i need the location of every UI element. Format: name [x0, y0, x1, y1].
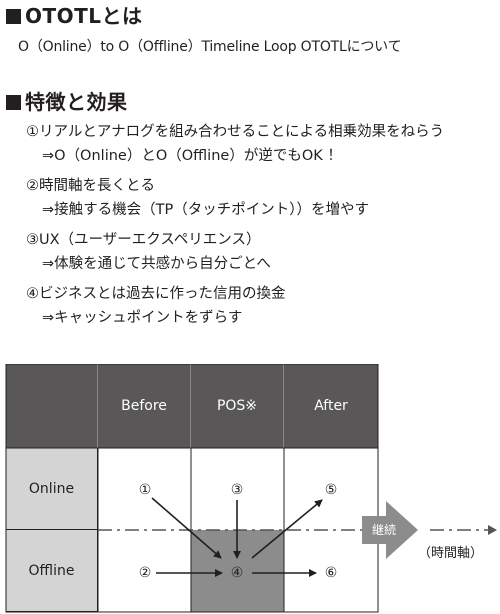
row-label-offline: Offline	[6, 530, 98, 612]
arrow-1-to-4	[151, 497, 222, 559]
feature-item: ①リアルとアナログを組み合わせることによる相乗効果をねらう ⇒O（Online）…	[26, 120, 496, 168]
feature-subline: ⇒接触する機会（TP（タッチポイント））を増やす	[42, 202, 369, 218]
square-bullet-icon	[6, 9, 21, 24]
intro-text: O（Online）to O（Offline）Timeline Loop OTOT…	[18, 39, 402, 55]
section-title-features: 特徴と効果	[6, 86, 128, 115]
square-bullet-icon	[6, 95, 21, 110]
diagram-border	[5, 364, 379, 613]
column-header-before: Before	[98, 364, 191, 448]
continuation-label: 継続	[372, 523, 397, 537]
timeline-end-arrow-icon	[488, 525, 497, 535]
feature-subline: ⇒体験を通じて共感から自分ごとへ	[42, 256, 271, 272]
feature-line: ④ビジネスとは過去に作った信用の換金	[26, 286, 286, 302]
node-5: ⑤	[324, 482, 338, 498]
section-title-text: OTOTLとは	[25, 4, 143, 28]
node-6: ⑥	[324, 565, 338, 581]
feature-item: ④ビジネスとは過去に作った信用の換金 ⇒キャッシュポイントをずらす	[26, 282, 496, 330]
time-axis-label: （時間軸）	[418, 546, 484, 561]
node-2: ②	[138, 565, 152, 581]
feature-item: ②時間軸を長くとる ⇒接触する機会（TP（タッチポイント））を増やす	[26, 174, 496, 222]
column-header-after: After	[284, 364, 378, 448]
column-header-pos: POS※	[191, 364, 284, 448]
section-title-text: 特徴と効果	[25, 90, 128, 114]
feature-item: ③UX（ユーザーエクスペリエンス） ⇒体験を通じて共感から自分ごとへ	[26, 228, 496, 276]
section-title-ototl: OTOTLとは	[6, 0, 143, 29]
header-corner	[6, 364, 98, 448]
feature-line: ③UX（ユーザーエクスペリエンス）	[26, 232, 261, 248]
node-4: ④	[230, 565, 244, 581]
feature-subline: ⇒キャッシュポイントをずらす	[42, 310, 243, 326]
node-1: ①	[138, 482, 152, 498]
diagram-graphics	[5, 364, 497, 613]
feature-list: ①リアルとアナログを組み合わせることによる相乗効果をねらう ⇒O（Online）…	[26, 120, 496, 336]
feature-line: ①リアルとアナログを組み合わせることによる相乗効果をねらう	[26, 124, 445, 140]
row-label-online: Online	[6, 448, 98, 530]
continuation-arrow-icon	[362, 501, 418, 559]
node-3: ③	[230, 482, 244, 498]
feature-line: ②時間軸を長くとる	[26, 178, 155, 194]
feature-subline: ⇒O（Online）とO（Offline）が逆でもOK ！	[42, 148, 342, 164]
ototl-diagram: Before POS※ After Online Offline ①	[0, 364, 500, 614]
arrow-4-to-5	[251, 499, 323, 559]
